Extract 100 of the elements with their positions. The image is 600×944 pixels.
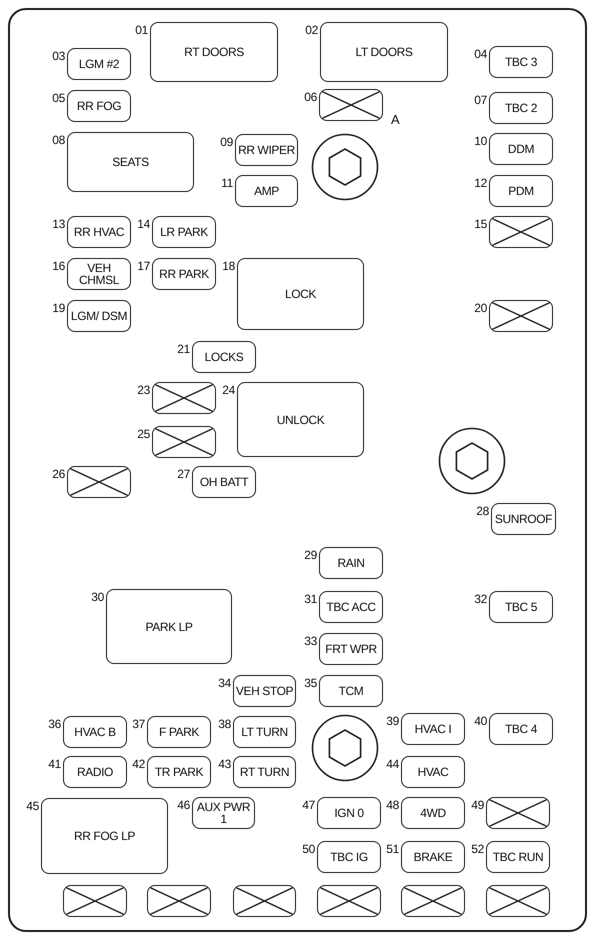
fuse-number: 30 bbox=[91, 590, 104, 604]
fuse-label: TBC 3 bbox=[504, 56, 537, 68]
fuse-label: LR PARK bbox=[160, 226, 208, 238]
fuse-label: BRAKE bbox=[414, 851, 452, 863]
fuse-label: TBC ACC bbox=[326, 601, 376, 613]
fuse-number: 27 bbox=[177, 467, 190, 481]
fuse-box bbox=[401, 797, 465, 829]
fuse-box bbox=[489, 713, 553, 745]
empty-fuse-slot bbox=[489, 300, 553, 332]
fuse-number: 34 bbox=[218, 676, 231, 690]
fuse-label: VEH STOP bbox=[236, 685, 294, 697]
fuse-number: 07 bbox=[474, 93, 487, 107]
fuse-box bbox=[192, 341, 256, 373]
empty-fuse-slot bbox=[152, 426, 216, 458]
fuse-number: 17 bbox=[137, 259, 150, 273]
fuse-number: 14 bbox=[137, 217, 150, 231]
fuse-label: RADIO bbox=[76, 766, 113, 778]
fuse-number: 51 bbox=[386, 842, 399, 856]
fuse-box bbox=[489, 46, 553, 78]
fuse-number: 41 bbox=[48, 757, 61, 771]
fuse-box bbox=[152, 216, 216, 248]
fuse-number: 15 bbox=[474, 217, 487, 231]
fuse-label: F PARK bbox=[158, 726, 200, 738]
fuse-number: 13 bbox=[52, 217, 65, 231]
relay-label: PARK LP bbox=[146, 620, 192, 632]
fuse-number: 26 bbox=[52, 467, 65, 481]
fuse-box bbox=[147, 756, 211, 788]
relay-box bbox=[150, 22, 278, 82]
fuse-box bbox=[317, 841, 381, 873]
fuse-label: TBC 5 bbox=[504, 601, 537, 613]
fuse-label: SUNROOF bbox=[494, 513, 552, 525]
fuse-label: TR PARK bbox=[154, 766, 204, 778]
fuse-box bbox=[233, 675, 296, 707]
empty-fuse-slot bbox=[63, 885, 127, 917]
fuse-number: 06 bbox=[304, 90, 317, 104]
fuse-number: 12 bbox=[474, 176, 487, 190]
fuse-box bbox=[67, 300, 131, 332]
fuse-label: DDM bbox=[508, 143, 534, 155]
fuse-box bbox=[63, 756, 127, 788]
fuse-box bbox=[152, 258, 216, 290]
fuse-number: 05 bbox=[52, 91, 65, 105]
fuse-label: RR PARK bbox=[159, 268, 209, 280]
fuse-box bbox=[319, 633, 383, 665]
relay-label: SEATS bbox=[112, 156, 149, 168]
fuse-label: RR FOG bbox=[76, 100, 122, 112]
relay-box bbox=[67, 132, 194, 192]
empty-fuse-slot bbox=[147, 885, 211, 917]
fuse-label: TCM bbox=[338, 685, 364, 697]
fuse-number: 46 bbox=[177, 798, 190, 812]
fuse-label: VEH CHMSL bbox=[78, 262, 120, 286]
fuse-label: LT TURN bbox=[241, 726, 288, 738]
relay-box bbox=[320, 22, 448, 82]
fuse-box bbox=[235, 175, 298, 207]
fuse-label: 4WD bbox=[420, 807, 446, 819]
fuse-number: 49 bbox=[471, 798, 484, 812]
relay-box bbox=[41, 798, 168, 874]
fuse-box bbox=[489, 591, 553, 623]
fuse-box bbox=[319, 675, 383, 707]
fuse-number: 29 bbox=[304, 548, 317, 562]
fuse-label: RR WIPER bbox=[238, 144, 295, 156]
fuse-label: HVAC I bbox=[414, 723, 452, 735]
fuse-number: 01 bbox=[135, 23, 148, 37]
empty-fuse-slot bbox=[317, 885, 381, 917]
fuse-label: PDM bbox=[508, 185, 534, 197]
fuse-box bbox=[235, 134, 298, 166]
fuse-number: 25 bbox=[137, 427, 150, 441]
fuse-number: 38 bbox=[218, 717, 231, 731]
fuse-number: 23 bbox=[137, 383, 150, 397]
empty-fuse-slot bbox=[152, 382, 216, 414]
fuse-label: LGM #2 bbox=[78, 58, 120, 70]
fuse-number: 39 bbox=[386, 714, 399, 728]
fuse-label: RT TURN bbox=[240, 766, 290, 778]
relay-label: RR FOG LP bbox=[74, 830, 136, 842]
fuse-box bbox=[67, 48, 131, 80]
fuse-box bbox=[147, 716, 211, 748]
empty-fuse-slot bbox=[486, 885, 550, 917]
fuse-number: 40 bbox=[474, 714, 487, 728]
fuse-box bbox=[401, 756, 465, 788]
fuse-box bbox=[233, 716, 296, 748]
fuse-label: OH BATT bbox=[200, 476, 248, 488]
fuse-number: 45 bbox=[26, 799, 39, 813]
fuse-number: 52 bbox=[471, 842, 484, 856]
fuse-box bbox=[67, 258, 131, 290]
fuse-label: TBC RUN bbox=[492, 851, 544, 863]
empty-fuse-slot bbox=[486, 797, 550, 829]
fuse-number: 16 bbox=[52, 259, 65, 273]
empty-fuse-slot bbox=[233, 885, 296, 917]
empty-fuse-slot bbox=[319, 89, 383, 121]
fuse-number: 08 bbox=[52, 133, 65, 147]
fuse-box bbox=[67, 90, 131, 122]
fuse-label: FRT WPR bbox=[325, 643, 377, 655]
fuse-number: 09 bbox=[220, 135, 233, 149]
fuse-label: LGM/ DSM bbox=[70, 310, 128, 322]
fuse-box bbox=[67, 216, 131, 248]
fuse-box bbox=[489, 92, 553, 124]
relay-box bbox=[237, 258, 364, 330]
fuse-number: 37 bbox=[132, 717, 145, 731]
fuse-number: 20 bbox=[474, 301, 487, 315]
empty-fuse-slot bbox=[401, 885, 465, 917]
fuse-number: 33 bbox=[304, 634, 317, 648]
